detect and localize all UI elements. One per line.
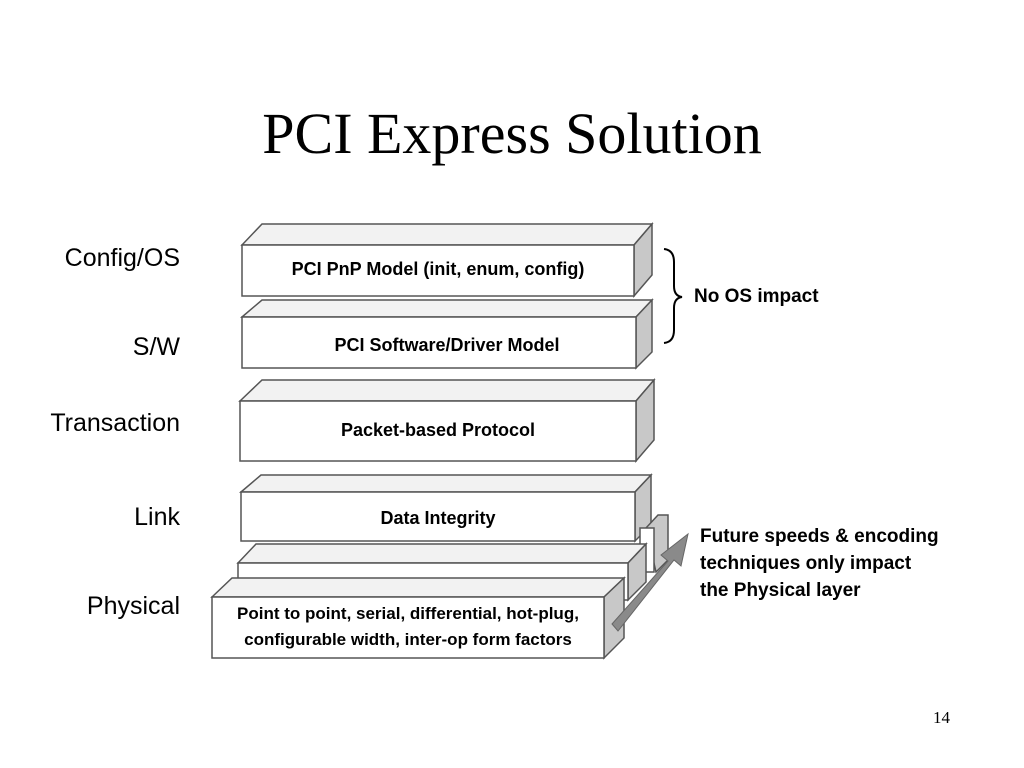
arrow-note-line2: techniques only impact — [700, 553, 912, 574]
curly-bracket — [663, 248, 683, 344]
layer-label-link: Link — [134, 503, 180, 531]
link-box — [238, 473, 653, 543]
software-box-text: PCI Software/Driver Model — [334, 335, 560, 355]
slide-title: PCI Express Solution — [262, 101, 762, 166]
layer-label-transaction: Transaction — [50, 409, 180, 437]
layer-label-software: S/W — [132, 333, 180, 361]
physical-box-text-line1: Point to point, serial, differential, ho… — [237, 604, 579, 623]
transaction-box-text: Packet-based Protocol — [340, 420, 536, 440]
arrow-note-line3: the Physical layer — [700, 580, 861, 601]
layer-label-physical: Physical — [86, 592, 180, 620]
config-os-box — [240, 221, 654, 299]
transaction-box — [238, 377, 656, 464]
page-number: 14 — [933, 708, 950, 727]
link-box-text: Data Integrity — [380, 508, 496, 528]
software-box — [239, 298, 654, 370]
physical-box-text-line2: configurable width, inter-op form factor… — [244, 630, 572, 649]
layer-label-config-os: Config/OS — [64, 244, 180, 272]
arrow-note-line1: Future speeds & encoding — [700, 526, 939, 547]
physical-front-slab — [210, 576, 626, 660]
arrow-icon — [611, 532, 689, 632]
no-os-impact-note: No OS impact — [694, 286, 819, 307]
config-os-box-text: PCI PnP Model (init, enum, config) — [291, 259, 585, 279]
